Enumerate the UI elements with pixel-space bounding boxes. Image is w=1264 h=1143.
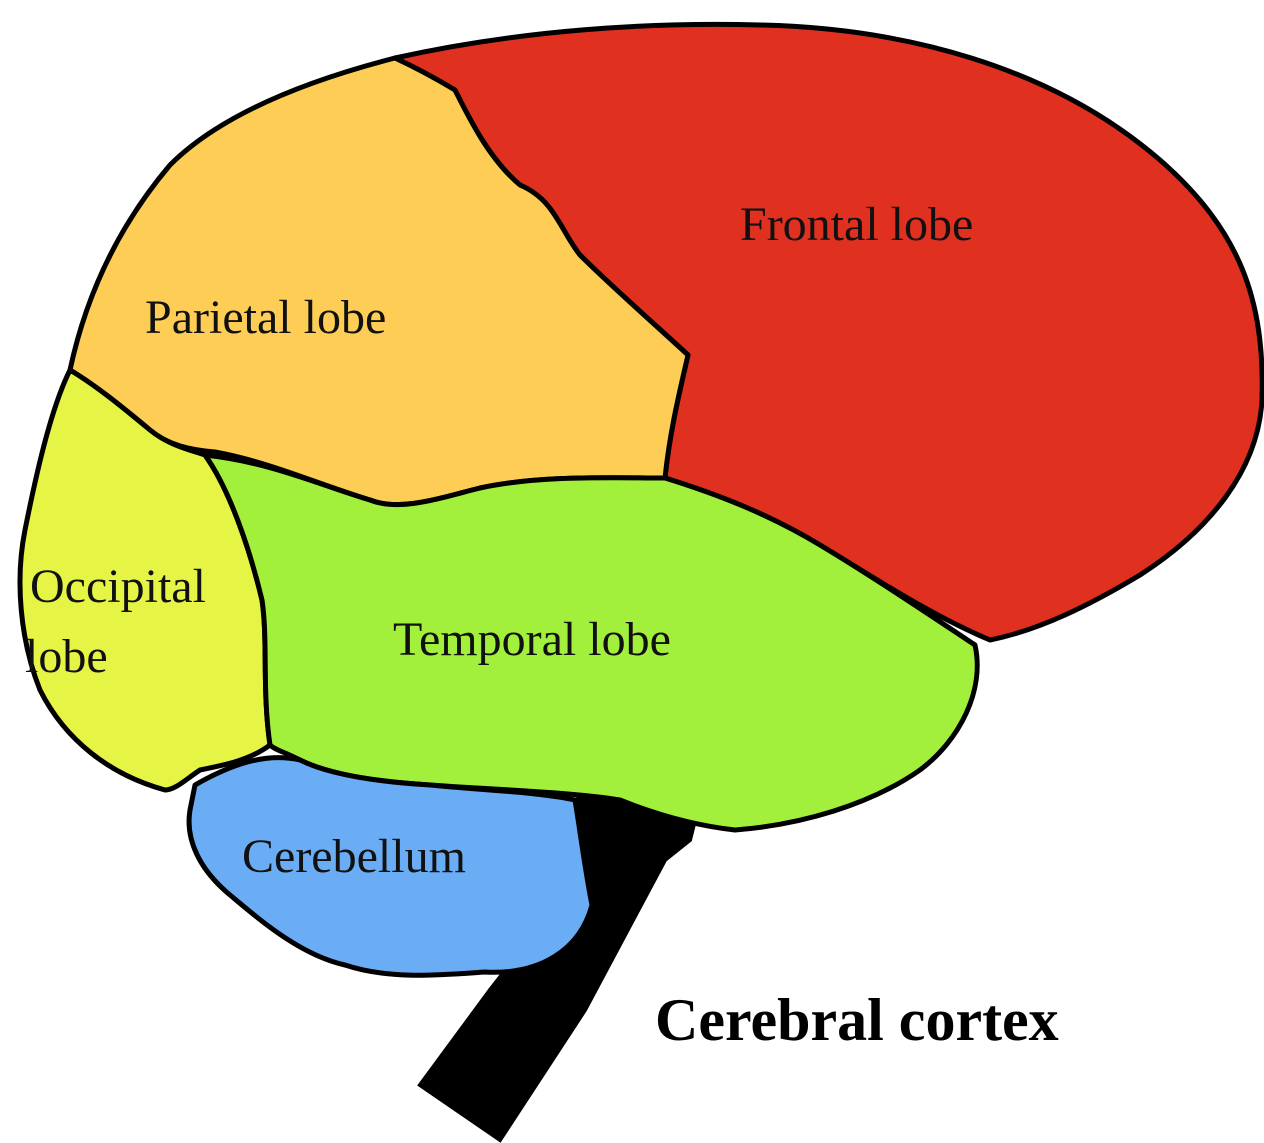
frontal-lobe-label: Frontal lobe — [740, 198, 973, 251]
parietal-lobe-label: Parietal lobe — [145, 291, 386, 344]
diagram-caption: Cerebral cortex — [655, 987, 1059, 1053]
temporal-lobe-label: Temporal lobe — [393, 613, 671, 666]
occipital-lobe-label-line1: Occipital — [30, 560, 206, 613]
cerebellum-label: Cerebellum — [242, 830, 466, 883]
occipital-lobe-label-line2: lobe — [25, 630, 108, 683]
